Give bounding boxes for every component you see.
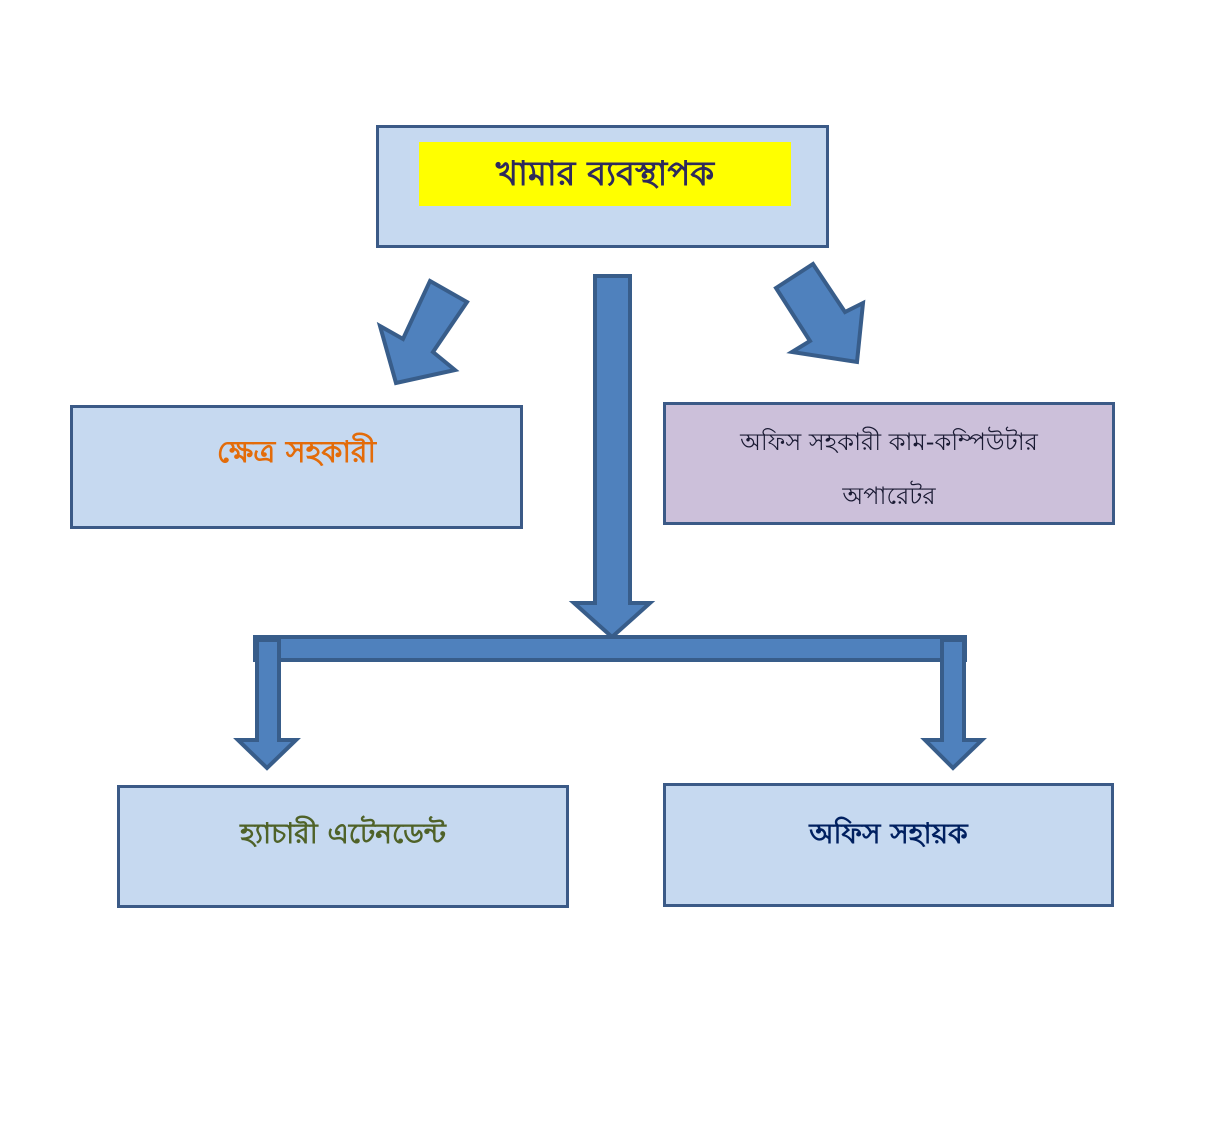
node-farm-manager: খামার ব্যবস্থাপক: [376, 125, 829, 248]
arrow-to-field-assistant: [376, 278, 470, 386]
arrow-center-down: [568, 274, 656, 640]
node-title: অফিস সহায়ক: [809, 817, 968, 850]
node-title-line2: অপারেটর: [842, 482, 936, 510]
node-title-line1: অফিস সহকারী কাম-কম্পিউটার: [740, 428, 1038, 456]
node-office-helper: অফিস সহায়ক: [663, 783, 1114, 907]
arrow-to-hatchery-attendant: [233, 638, 301, 771]
node-title: ক্ষেত্র সহকারী: [216, 435, 377, 470]
node-hatchery-attendant: হ্যাচারী এটেনডেন্ট: [117, 785, 569, 908]
arrow-to-office-helper: [920, 638, 987, 771]
arrow-to-office-assistant: [773, 261, 866, 365]
node-office-assistant-computer-operator: অফিস সহকারী কাম-কম্পিউটার অপারেটর: [663, 402, 1115, 525]
node-title: হ্যাচারী এটেনডেন্ট: [240, 817, 446, 850]
node-title: খামার ব্যবস্থাপক: [419, 142, 791, 206]
horizontal-branch-bar: [253, 635, 967, 662]
node-field-assistant: ক্ষেত্র সহকারী: [70, 405, 523, 529]
